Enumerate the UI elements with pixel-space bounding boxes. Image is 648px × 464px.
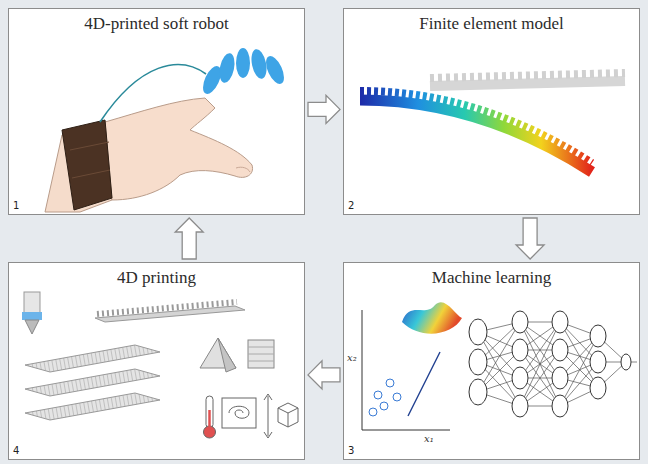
panel-box: Machine learning 3 (343, 262, 640, 460)
panel-title: 4D printing (117, 268, 196, 288)
panel-box: 4D-printed soft robot 1 (8, 8, 305, 215)
callout-number: 4 (9, 445, 19, 459)
panel-box: 4D printing 4 (8, 262, 305, 460)
callout-number: 3 (344, 445, 354, 459)
block-arrow (516, 218, 544, 259)
printing-illustration (22, 292, 298, 438)
fem-beam (360, 73, 625, 172)
axis-label: x₂ (347, 352, 357, 363)
block-arrow (175, 218, 203, 259)
panel-title: 4D-printed soft robot (84, 14, 228, 34)
block-arrow (308, 95, 340, 123)
panel-box: Finite element model 2 (343, 8, 640, 215)
ml-illustration (362, 302, 637, 430)
panel-title: Finite element model (419, 14, 563, 34)
callout-number: 1 (9, 200, 19, 214)
axis-label: x₁ (424, 433, 434, 444)
panel-title: Machine learning (432, 268, 551, 288)
hand-illustration (45, 48, 288, 212)
callout-number: 2 (344, 200, 354, 214)
block-arrow (308, 361, 340, 389)
